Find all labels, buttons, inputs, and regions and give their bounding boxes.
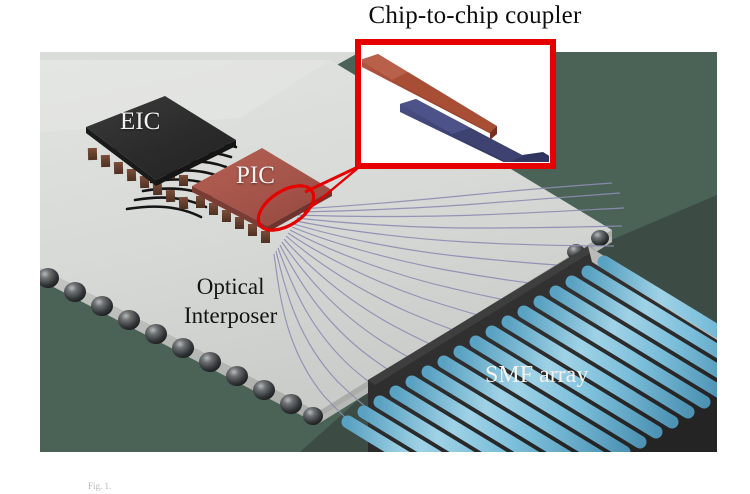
interposer-sheen — [40, 60, 330, 132]
solder-ball-array — [40, 268, 323, 425]
pic-chip-top — [192, 148, 332, 226]
smf-fiber — [373, 395, 475, 452]
interposer-taper-waveguide — [400, 99, 549, 162]
smf-fiber — [565, 275, 717, 379]
eic-chip-edge-left — [86, 127, 156, 186]
solder-ball — [118, 310, 140, 330]
solder-ball — [64, 282, 86, 302]
solder-ball — [253, 380, 275, 400]
solder-ball — [91, 296, 113, 316]
callout-annotation — [256, 164, 361, 232]
callout-leader-lower — [303, 167, 359, 214]
eic-chip-edge-right — [156, 140, 236, 186]
smf-fiber — [549, 285, 717, 398]
smf-fiber — [341, 415, 410, 452]
smf-block-bevel — [368, 246, 595, 385]
inset-title: Chip-to-chip coupler — [368, 2, 582, 29]
smf-fiber — [501, 315, 679, 429]
solder-ball — [145, 324, 167, 344]
smf-fiber — [469, 335, 647, 449]
smf-fiber — [517, 305, 695, 419]
callout-ellipse — [256, 184, 316, 232]
pic-chip-edge-right — [268, 190, 332, 232]
smf-fiber — [485, 325, 663, 439]
inset-content — [362, 54, 549, 162]
pic-chip-edge-left — [192, 186, 268, 232]
solder-ball — [199, 352, 221, 372]
smf-fiber — [405, 375, 540, 452]
figure-caption: Fig. 1. — [88, 481, 112, 491]
smf-fiber-array — [341, 255, 717, 452]
eic-chip-top — [86, 96, 236, 180]
smf-fiber — [357, 405, 443, 452]
pic-bond-pad-array — [196, 196, 270, 243]
solder-ball — [40, 268, 59, 288]
smf-fiber — [389, 385, 507, 452]
solder-ball — [591, 230, 609, 246]
smf-fiber — [597, 255, 717, 339]
smf-fiber — [421, 365, 572, 452]
solder-ball — [226, 366, 248, 386]
pic-taper-waveguide — [362, 54, 497, 140]
smf-fiber — [437, 355, 605, 452]
inset-border — [355, 39, 556, 169]
smf-fiber — [533, 295, 711, 409]
solder-ball — [303, 407, 323, 425]
coupler-inset-panel — [355, 39, 556, 169]
callout-leader-upper — [304, 164, 361, 194]
smf-fiber — [453, 345, 631, 452]
solder-ball — [172, 338, 194, 358]
solder-ball — [280, 394, 302, 414]
smf-fiber — [581, 265, 717, 359]
